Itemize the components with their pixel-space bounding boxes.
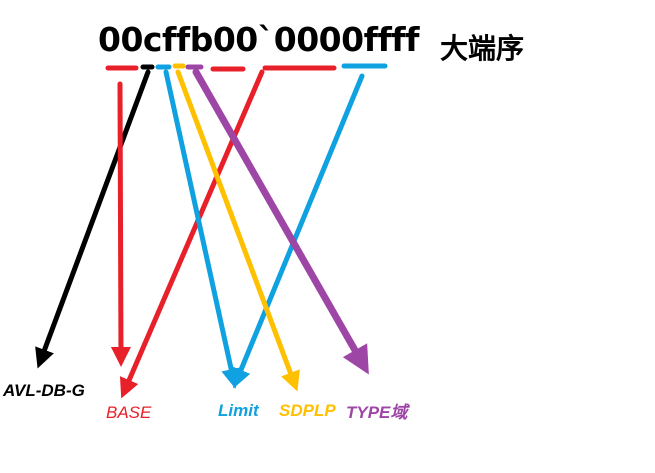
descriptor-hex-value: 00cffb00`0000ffff: [98, 20, 420, 59]
arrow-sdplp: [175, 69, 300, 392]
label-limit: Limit: [218, 401, 259, 420]
label-base: BASE: [106, 403, 152, 422]
label-type: TYPE域: [346, 403, 408, 422]
label-avl-db-g: AVL-DB-G: [3, 381, 85, 400]
arrow-base-last: [119, 69, 265, 399]
arrow-limit-first: [163, 69, 241, 389]
arrow-type: [192, 68, 369, 375]
field-arrows: [35, 68, 369, 399]
endian-label: 大端序: [440, 32, 525, 65]
label-sdplp: SDPLP: [279, 401, 336, 420]
arrow-avl-db-g: [35, 69, 151, 369]
field-underlines: [105, 63, 388, 72]
arrow-limit-last: [231, 73, 365, 389]
arrow-base-first: [110, 81, 131, 367]
